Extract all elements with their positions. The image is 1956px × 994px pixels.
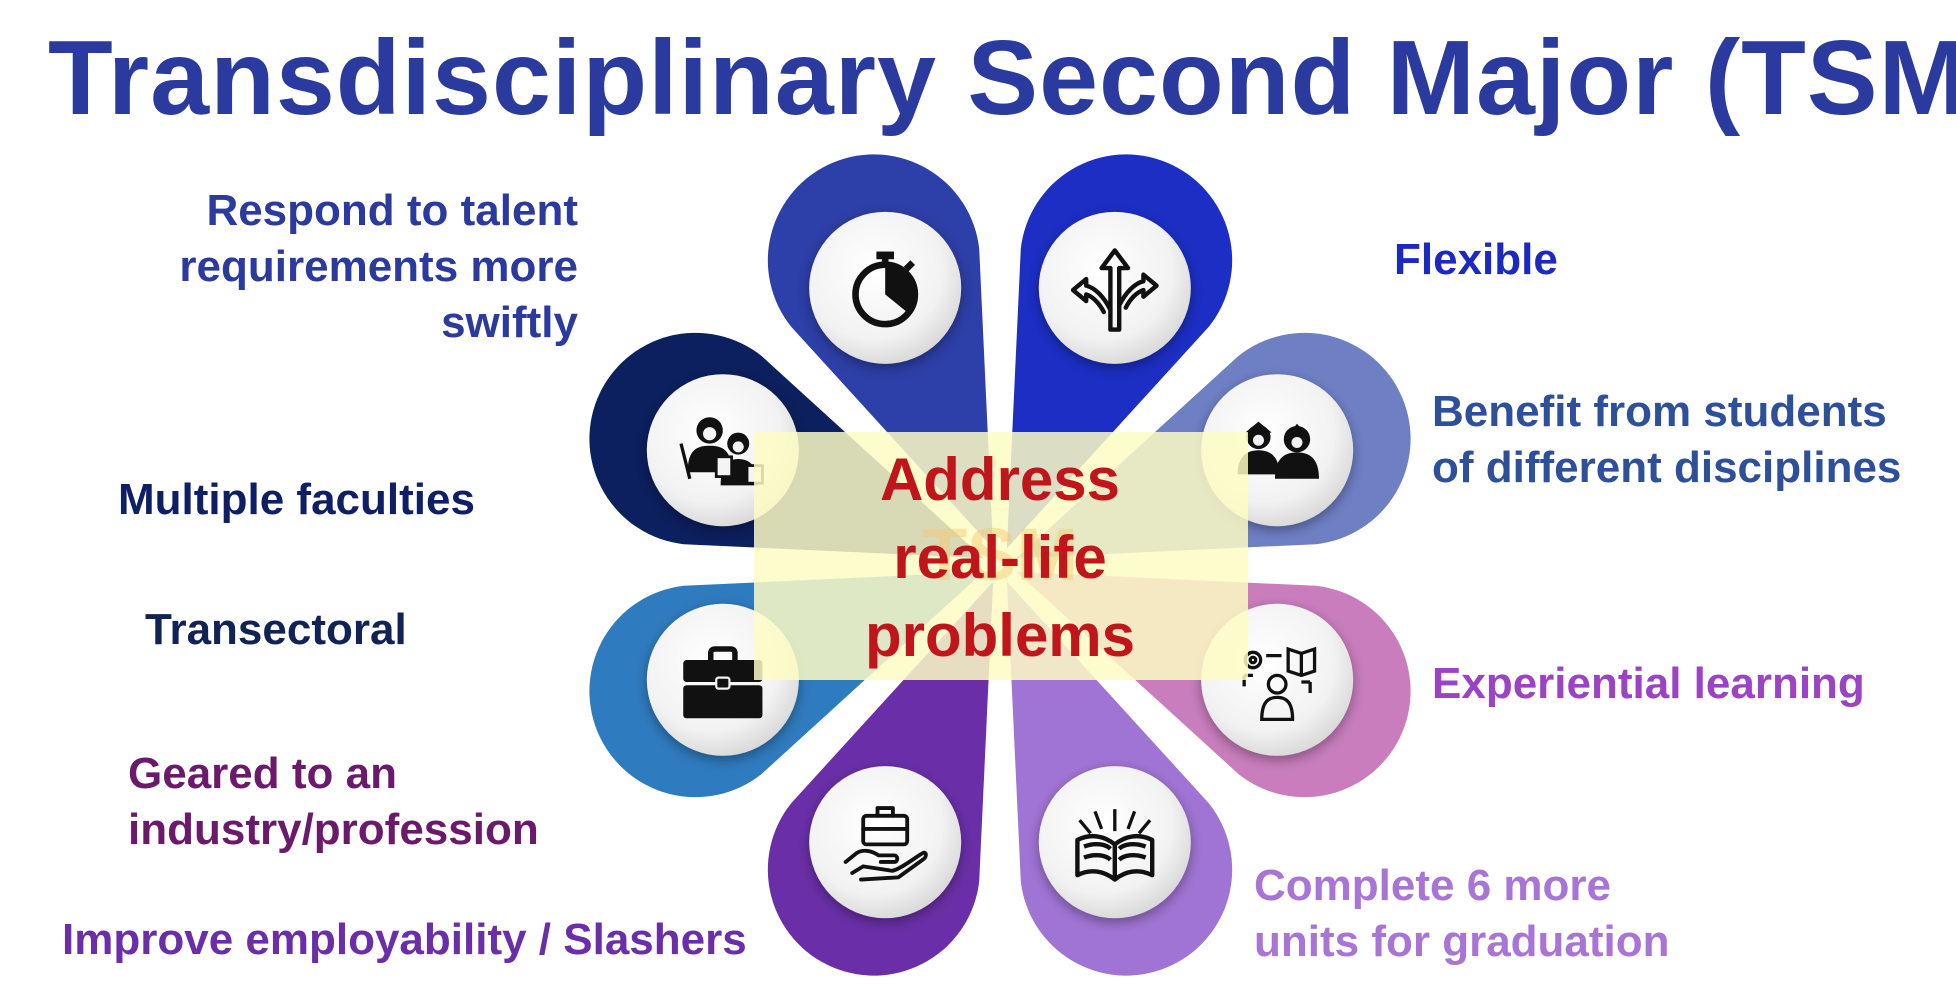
- center-text-line: real-life: [893, 524, 1106, 591]
- label-line: industry/profession: [128, 805, 539, 854]
- label-flexible: Flexible: [1394, 232, 1558, 288]
- label-line: Experiential learning: [1432, 659, 1865, 708]
- icon-disc: [1038, 211, 1191, 364]
- label-line: swiftly: [441, 298, 578, 347]
- label-line: Benefit from students: [1432, 387, 1887, 436]
- label-line: Transectoral: [145, 605, 407, 654]
- label-complete-units: Complete 6 more units for graduation: [1254, 858, 1670, 970]
- label-line: Geared to an: [128, 749, 397, 798]
- center-text-line: problems: [865, 602, 1135, 669]
- center-watermark: TSM: [922, 513, 1078, 596]
- label-line: requirements more: [179, 242, 578, 291]
- label-geared-industry: Geared to an industry/profession: [128, 746, 539, 858]
- label-line: Complete 6 more: [1254, 861, 1611, 910]
- icon-disc: [809, 766, 962, 919]
- label-respond-swiftly: Respond to talent requirements more swif…: [150, 183, 578, 351]
- petal-complete-units: [1006, 581, 1233, 976]
- page-title: Transdisciplinary Second Major (TSM): [48, 19, 1956, 137]
- label-line: Flexible: [1394, 235, 1558, 284]
- label-employability: Improve employability / Slashers: [62, 912, 747, 968]
- center-text-line: Address: [880, 446, 1120, 513]
- center-overlay: TSM Address real-life problems: [754, 432, 1248, 680]
- label-multiple-faculties: Multiple faculties: [118, 472, 475, 528]
- center-box: [754, 432, 1248, 680]
- label-experiential-learning: Experiential learning: [1432, 656, 1865, 712]
- label-benefit-students: Benefit from students of different disci…: [1432, 384, 1901, 496]
- label-line: Improve employability / Slashers: [62, 915, 747, 964]
- label-line: units for graduation: [1254, 917, 1670, 966]
- petal-employability: [767, 581, 994, 976]
- petals-layer: [589, 154, 1411, 976]
- label-line: Respond to talent: [206, 186, 578, 235]
- label-line: Multiple faculties: [118, 475, 475, 524]
- label-transectoral: Transectoral: [145, 602, 407, 658]
- label-line: of different disciplines: [1432, 443, 1902, 492]
